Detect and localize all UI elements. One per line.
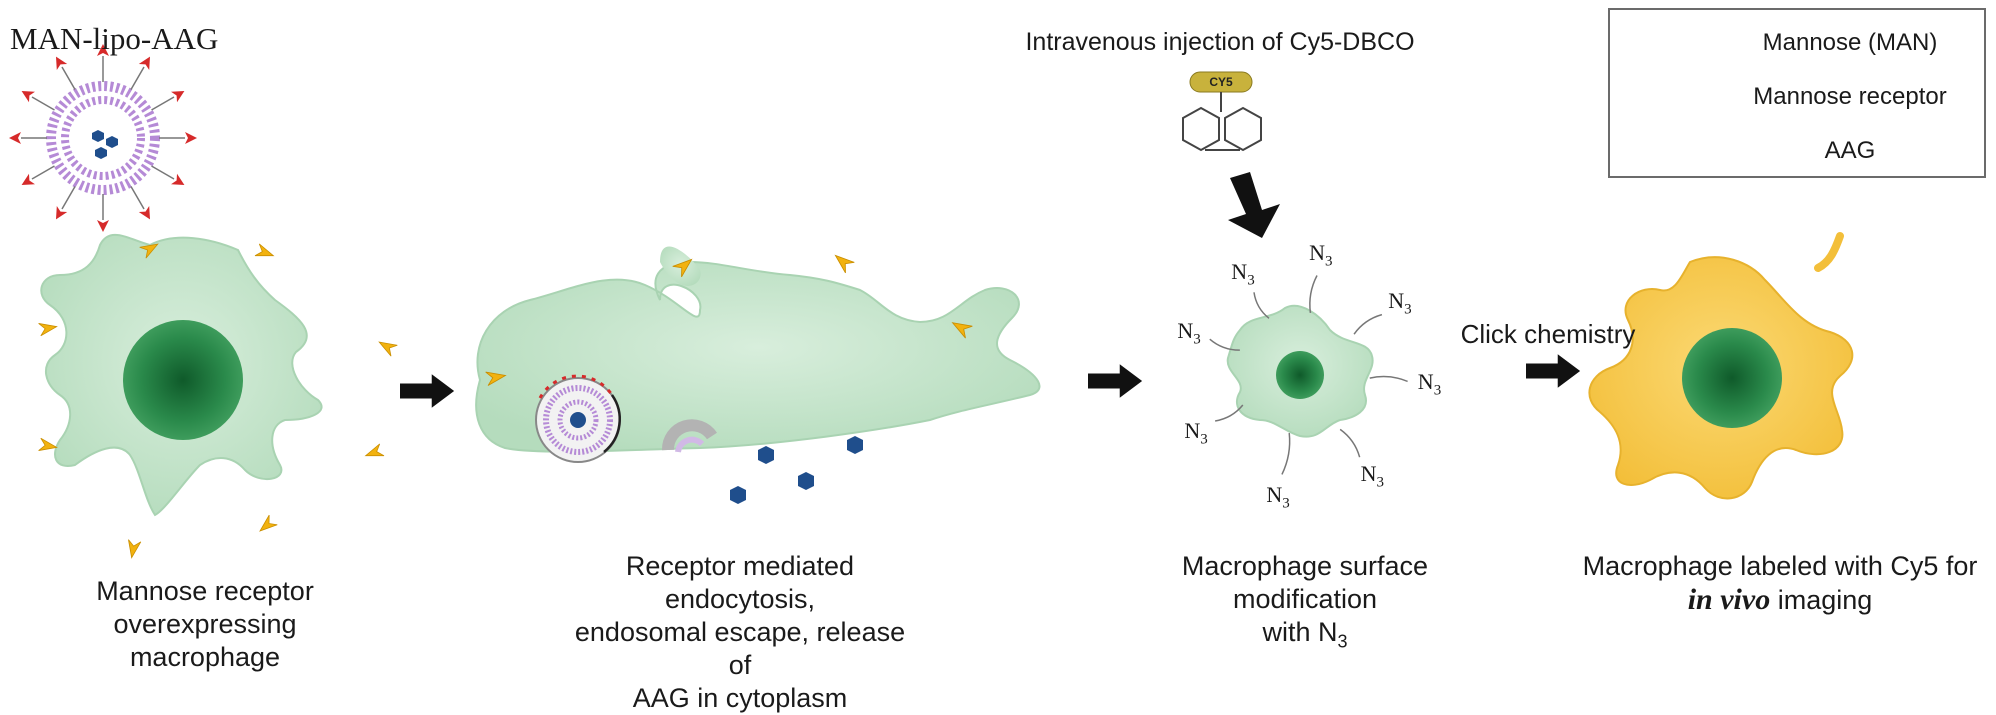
mannose-icon [21, 173, 35, 185]
mannose-icon [97, 220, 109, 232]
azide-label: N3 [1378, 284, 1422, 326]
mannose-tether [130, 186, 145, 210]
endosome [535, 374, 621, 463]
caption-stage-3: Macrophage surface modification with N3 [1110, 550, 1500, 658]
azide-label: N3 [1256, 478, 1300, 520]
caption-stage-1: Mannose receptor overexpressing macropha… [40, 575, 370, 674]
mannose-tether [31, 96, 55, 111]
azide-tether [1281, 432, 1291, 475]
azide-label-base: N [1309, 239, 1326, 265]
azide-label: N3 [1221, 255, 1265, 297]
cy5-dbco-molecule [1182, 71, 1262, 152]
azide-label-base: N [1266, 482, 1283, 508]
macrophage-cell-1 [38, 234, 398, 560]
caption-stage-3-sub: 3 [1337, 631, 1348, 652]
azide-tether [1209, 338, 1240, 351]
azide-label-base: N [1417, 369, 1434, 395]
mannose-icon [56, 56, 68, 70]
arrow-injection [1228, 172, 1280, 238]
mannose-icon [171, 91, 185, 103]
azide-label: N3 [1174, 414, 1218, 456]
mannose-ligand-group [9, 44, 197, 232]
caption-stage-4-rest: imaging [1770, 585, 1873, 615]
mannose-icon [9, 132, 21, 144]
azide-label-base: N [1231, 259, 1248, 285]
azide-label: N3 [1350, 457, 1394, 499]
azide-tether [1353, 313, 1383, 335]
azide-label-sub: 3 [1193, 331, 1201, 348]
dbco-tag: CY5 [1209, 75, 1233, 89]
azide-label-sub: 3 [1282, 495, 1290, 512]
azide-tether [1309, 275, 1318, 314]
azide-label-sub: 3 [1200, 431, 1208, 448]
macrophage-cell-3 [1209, 275, 1408, 475]
caption-stage-3-line-2: with N3 [1110, 616, 1500, 658]
legend-label-receptor: Mannose receptor [1753, 83, 1947, 110]
legend-label-aag: AAG [1824, 137, 1876, 164]
liposome-title: MAN-lipo-AAG [10, 21, 219, 56]
arrow-step-1 [400, 374, 455, 408]
mannose-tether [130, 66, 145, 90]
mannose-tether [61, 186, 76, 210]
mannose-icon [171, 173, 185, 185]
injection-title: Intravenous injection of Cy5-DBCO [1025, 28, 1415, 56]
azide-label-sub: 3 [1433, 382, 1442, 399]
mannose-icon [138, 56, 150, 70]
mannose-tether [151, 96, 175, 111]
azide-label-base: N [1360, 461, 1377, 487]
caption-stage-4-line-2: in vivo imaging [1575, 583, 1985, 617]
mannose-icon [185, 132, 197, 144]
escaped-lipid-fragment [662, 419, 717, 453]
azide-group-icons [1209, 275, 1408, 475]
azide-label-base: N [1388, 288, 1405, 314]
mannose-tether [151, 165, 175, 180]
legend-item-mannose: Mannose (MAN) [1610, 20, 1988, 66]
azide-tether [1339, 428, 1361, 458]
azide-label-sub: 3 [1376, 474, 1384, 491]
azide-label-sub: 3 [1404, 301, 1412, 318]
caption-stage-3-line-1: Macrophage surface modification [1181, 551, 1429, 614]
caption-stage-1-line-1: Mannose receptor [96, 576, 314, 606]
caption-stage-3-prefix: with N [1262, 617, 1338, 647]
macrophage-cell-2 [475, 246, 1041, 504]
azide-label-base: N [1184, 418, 1201, 443]
caption-stage-4: Macrophage labeled with Cy5 for in vivo … [1575, 550, 1985, 617]
man-lipo-aag-liposome [9, 44, 197, 232]
azide-tether [1253, 292, 1270, 319]
azide-tether [1369, 375, 1408, 383]
mannose-tether [61, 66, 76, 90]
legend-item-receptor: Mannose receptor [1610, 74, 1988, 120]
legend-item-aag: AAG [1610, 128, 1988, 174]
workflow-diagram [9, 28, 1854, 560]
aag-cargo-icon [92, 130, 118, 159]
mannose-tether [31, 165, 55, 180]
azide-label: N3 [1408, 365, 1452, 407]
click-chemistry-label: Click chemistry [1460, 319, 1636, 349]
macrophage-cell-labeled [1588, 232, 1854, 500]
azide-label-base: N [1177, 317, 1194, 343]
mannose-icon [138, 206, 150, 220]
azide-tether [1215, 404, 1244, 422]
caption-stage-2-line-2: endosomal escape, release of [574, 617, 906, 680]
caption-stage-2-line-1: Receptor mediated endocytosis, [625, 551, 855, 614]
aag-hexagon-icon [730, 436, 863, 504]
arrow-step-2 [1088, 364, 1143, 398]
caption-stage-2: Receptor mediated endocytosis, endosomal… [560, 550, 920, 715]
caption-stage-2-line-3: AAG in cytoplasm [632, 683, 848, 713]
mannose-icon [56, 206, 68, 220]
caption-stage-1-line-2: overexpressing macrophage [113, 609, 297, 672]
legend-label-mannose: Mannose (MAN) [1762, 29, 1938, 56]
legend: Mannose (MAN) Mannose receptor AAG [1608, 8, 1986, 178]
mannose-icon [21, 91, 35, 103]
azide-label-sub: 3 [1247, 272, 1255, 289]
azide-label: N3 [1299, 236, 1343, 278]
azide-label-sub: 3 [1325, 253, 1333, 270]
nucleus [123, 320, 243, 440]
arrow-step-3 [1526, 354, 1581, 388]
mannose-icon [97, 44, 109, 56]
caption-stage-4-line-1: Macrophage labeled with Cy5 for [1582, 551, 1978, 581]
azide-label: N3 [1167, 314, 1211, 356]
caption-stage-4-italic: in vivo [1687, 583, 1771, 616]
